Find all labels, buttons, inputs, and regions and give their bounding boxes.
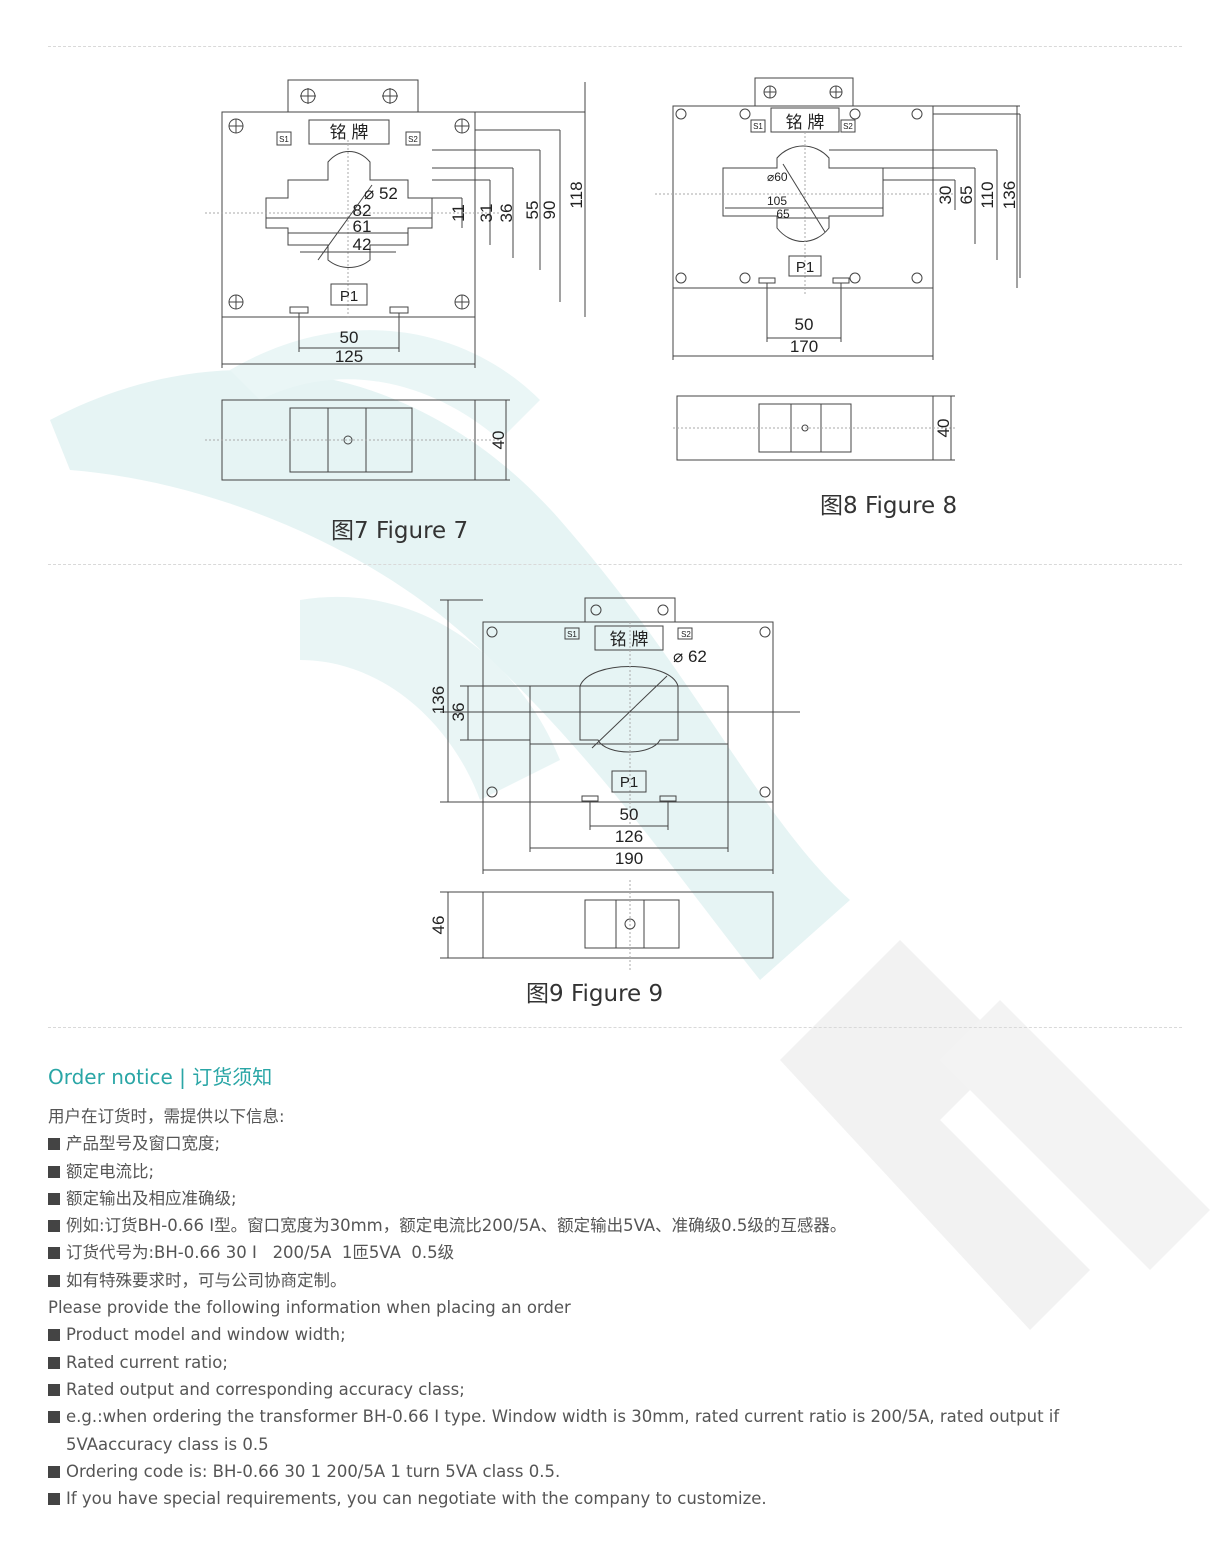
nameplate-label: 铭 牌 [786, 113, 825, 132]
dim-31: 31 [477, 204, 496, 223]
dim-82: 82 [353, 201, 372, 220]
dim-50: 50 [340, 328, 359, 347]
dim-136: 136 [1000, 181, 1019, 209]
list-item-text: 订货代号为:BH-0.66 30 I 200/5A 1匝5VA 0.5级 [66, 1243, 455, 1263]
list-item: 额定输出及相应准确级; [48, 1185, 1168, 1212]
dim-40: 40 [934, 419, 953, 438]
s2-label: S2 [681, 630, 691, 639]
dashed-divider [48, 564, 1182, 565]
nameplate-label: 铭 牌 [610, 630, 649, 649]
order-notice-title: Order notice | 订货须知 [48, 1065, 273, 1089]
figure-7-caption: 图7 Figure 7 [331, 518, 469, 544]
dim-30: 30 [936, 186, 955, 205]
order-notice-body: 用户在订货时，需提供以下信息: 产品型号及窗口宽度; 额定电流比; 额定输出及相… [48, 1103, 1168, 1512]
dim-170: 170 [790, 337, 818, 356]
dim-105: 105 [767, 194, 787, 208]
list-item: 产品型号及窗口宽度; [48, 1130, 1168, 1157]
dim-36: 36 [497, 204, 516, 223]
dim-126: 126 [615, 827, 643, 846]
s2-label: S2 [843, 122, 853, 131]
s1-label: S1 [279, 135, 289, 144]
dim-50: 50 [620, 805, 639, 824]
dim-36: 36 [449, 703, 468, 722]
list-item: e.g.:when ordering the transformer BH-0.… [48, 1403, 1168, 1430]
figure-8-caption: 图8 Figure 8 [820, 493, 958, 519]
dim-90: 90 [540, 201, 559, 220]
list-item-text: 额定电流比; [66, 1161, 155, 1181]
dim-40: 40 [489, 431, 508, 450]
dim-136: 136 [429, 686, 448, 714]
list-item: Rated output and corresponding accuracy … [48, 1376, 1168, 1403]
dim-65h: 65 [776, 207, 790, 221]
dim-11: 11 [449, 204, 468, 222]
dim-190: 190 [615, 849, 643, 868]
list-item-text: Ordering code is: BH-0.66 30 1 200/5A 1 … [66, 1461, 561, 1481]
list-item-text: Rated current ratio; [66, 1352, 228, 1372]
dim-52: ⌀ 52 [364, 184, 398, 203]
list-item-text: Product model and window width; [66, 1325, 346, 1345]
dim-42: 42 [353, 235, 372, 254]
dim-65: 65 [957, 186, 976, 205]
list-item: 如有特殊要求时，可与公司协商定制。 [48, 1267, 1168, 1294]
s1-label: S1 [753, 122, 763, 131]
figure-8-drawing: 铭 牌 S1 S2 P1 ⌀60 105 65 30 65 110 136 50… [655, 77, 1021, 461]
dim-61: 61 [353, 217, 372, 236]
list-item: Ordering code is: BH-0.66 30 1 200/5A 1 … [48, 1458, 1168, 1485]
dim-46: 46 [429, 916, 448, 935]
dashed-divider [48, 1027, 1182, 1028]
dim-110: 110 [978, 181, 997, 208]
dim-125: 125 [335, 347, 363, 366]
figure-9-caption: 图9 Figure 9 [526, 981, 664, 1007]
list-item: If you have special requirements, you ca… [48, 1485, 1168, 1512]
figure-9-drawing: 铭 牌 S1 S2 P1 ⌀ 62 136 36 50 126 190 46 [429, 597, 800, 970]
list-item-text: Rated output and corresponding accuracy … [66, 1379, 465, 1399]
list-item-text: e.g.:when ordering the transformer BH-0.… [66, 1407, 1060, 1427]
dim-118: 118 [567, 181, 586, 208]
list-item-continuation: 5VAaccuracy class is 0.5 [66, 1434, 269, 1454]
list-item: Rated current ratio; [48, 1349, 1168, 1376]
s2-label: S2 [408, 135, 418, 144]
list-item-text: 如有特殊要求时，可与公司协商定制。 [66, 1270, 347, 1290]
p1-label: P1 [796, 259, 814, 276]
list-item-text: 例如:订货BH-0.66 I型。窗口宽度为30mm，额定电流比200/5A、额定… [66, 1216, 847, 1236]
s1-label: S1 [567, 630, 577, 639]
dim-50: 50 [795, 315, 814, 334]
nameplate-label: 铭 牌 [330, 123, 369, 142]
dim-62: ⌀ 62 [673, 647, 707, 666]
list-item: 例如:订货BH-0.66 I型。窗口宽度为30mm，额定电流比200/5A、额定… [48, 1212, 1168, 1239]
p1-label: P1 [620, 774, 638, 791]
list-item: 额定电流比; [48, 1158, 1168, 1185]
list-item: 订货代号为:BH-0.66 30 I 200/5A 1匝5VA 0.5级 [48, 1239, 1168, 1266]
list-item-text: If you have special requirements, you ca… [66, 1489, 767, 1509]
dim-55: 55 [523, 201, 542, 220]
dim-60: ⌀60 [767, 170, 788, 184]
order-intro-en: Please provide the following information… [48, 1298, 571, 1318]
list-item-text: 产品型号及窗口宽度; [66, 1134, 221, 1154]
order-intro-cn: 用户在订货时，需提供以下信息: [48, 1107, 285, 1126]
dashed-divider [48, 46, 1182, 47]
figure-7-drawing: 铭 牌 S1 S2 P1 ⌀ 52 82 61 42 11 31 36 55 9… [205, 79, 586, 481]
p1-label: P1 [340, 288, 358, 305]
list-item-text: 额定输出及相应准确级; [66, 1188, 237, 1208]
list-item: Product model and window width; [48, 1321, 1168, 1348]
